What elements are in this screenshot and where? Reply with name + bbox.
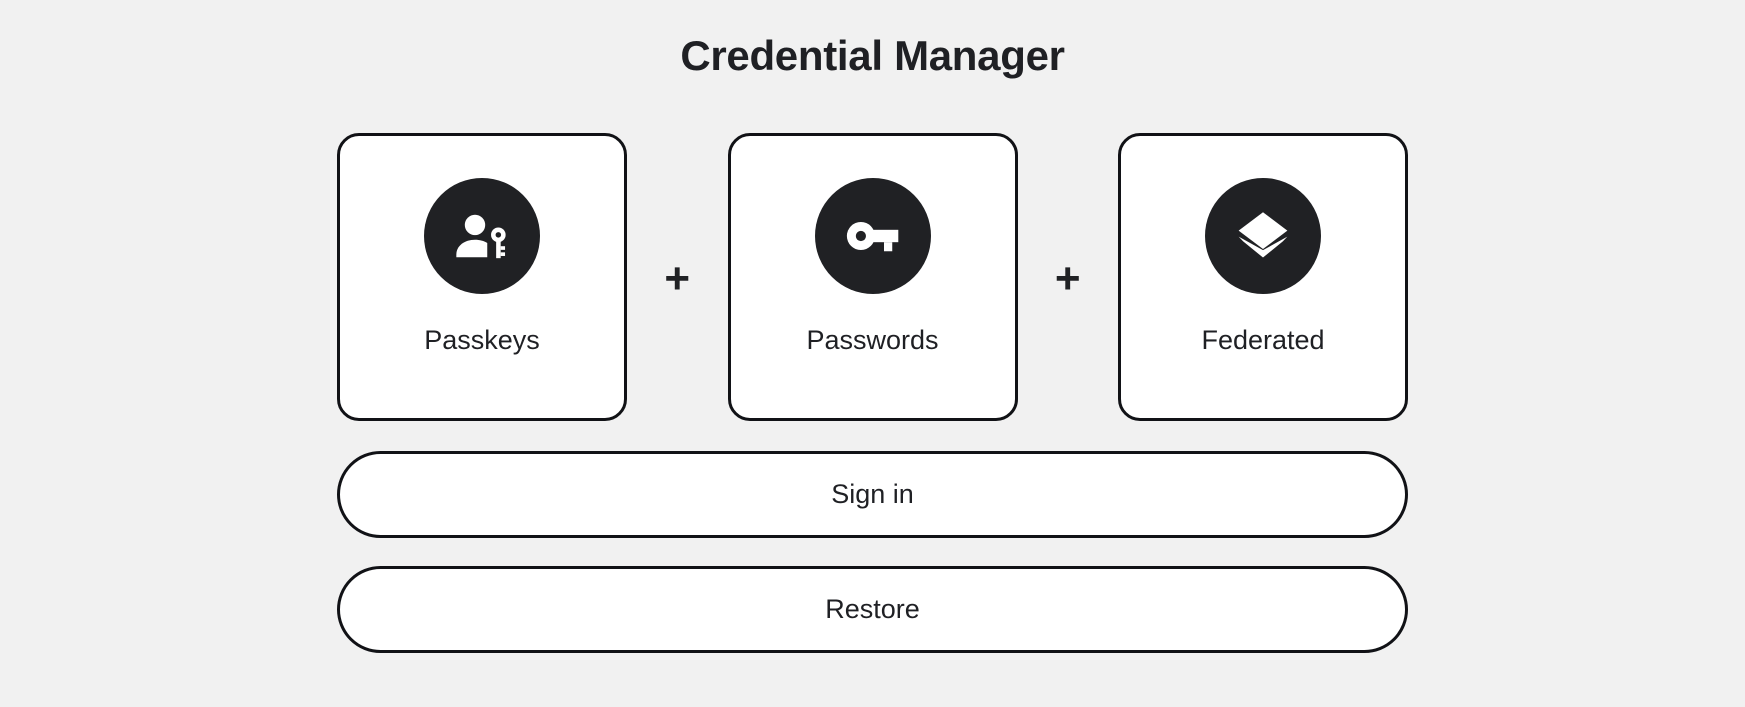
vpn-key-icon [814,178,931,294]
credential-types-row: Passkeys + Passwords + [337,133,1408,421]
credential-card-federated[interactable]: Federated [1118,133,1408,421]
credential-card-label: Passwords [806,325,939,355]
restore-button[interactable]: Restore [337,566,1408,653]
sign-in-button[interactable]: Sign in [337,451,1408,538]
page-title: Credential Manager [680,32,1065,79]
credential-card-label: Passkeys [424,325,540,355]
layers-icon [1205,178,1321,294]
plus-separator-1: + [664,254,691,303]
credential-card-label: Federated [1201,325,1325,355]
plus-separator-2: + [1054,254,1081,303]
person-key-icon [424,178,540,294]
credential-card-passkeys[interactable]: Passkeys [337,133,627,421]
credential-card-passwords[interactable]: Passwords [727,133,1018,421]
